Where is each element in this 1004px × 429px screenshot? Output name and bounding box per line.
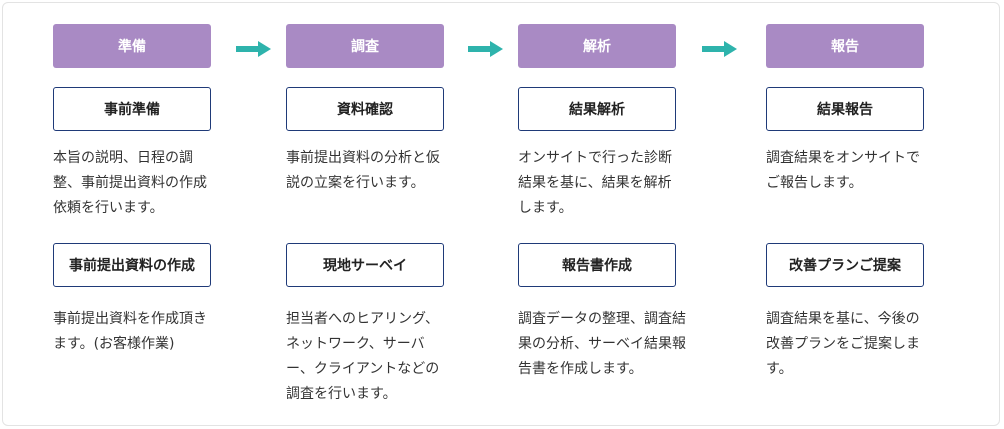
stage-header-analyze: 解析 xyxy=(518,24,676,68)
step-box-report-1: 結果報告 xyxy=(766,87,924,131)
step-box-investigate-2: 現地サーベイ xyxy=(286,243,444,287)
step-description-analyze-2: 調査データの整理、調査結 果の分析、サーベイ結果報 告書を作成します。 xyxy=(518,311,686,377)
step-description-analyze-1: オンサイトで行った診断 結果を基に、結果を解析 します。 xyxy=(518,150,672,216)
right-arrow-icon xyxy=(702,41,737,57)
step-description-investigate-2: 担当者へのヒアリング、 ネットワーク、サーバ ー、クライアントなどの 調査を行い… xyxy=(286,311,440,402)
step-box-prepare-2: 事前提出資料の作成 xyxy=(53,243,211,287)
step-description-prepare-2: 事前提出資料を作成頂き ます。(お客様作業) xyxy=(53,311,207,352)
step-box-report-2: 改善プランご提案 xyxy=(766,243,924,287)
step-description-report-2: 調査結果を基に、今後の 改善プランをご提案します。 xyxy=(766,311,920,377)
step-description-investigate-1: 事前提出資料の分析と仮 説の立案を行います。 xyxy=(286,150,440,191)
stage-header-prepare: 準備 xyxy=(53,24,211,68)
step-box-investigate-1: 資料確認 xyxy=(286,87,444,131)
step-box-analyze-2: 報告書作成 xyxy=(518,243,676,287)
stage-header-investigate: 調査 xyxy=(286,24,444,68)
step-description-report-1: 調査結果をオンサイトで ご報告します。 xyxy=(766,150,920,191)
right-arrow-icon xyxy=(236,41,271,57)
step-box-prepare-1: 事前準備 xyxy=(53,87,211,131)
step-description-prepare-1: 本旨の説明、日程の調 整、事前提出資料の作成 依頼を行います。 xyxy=(53,150,207,216)
step-box-analyze-1: 結果解析 xyxy=(518,87,676,131)
stage-header-report: 報告 xyxy=(766,24,924,68)
right-arrow-icon xyxy=(468,41,503,57)
